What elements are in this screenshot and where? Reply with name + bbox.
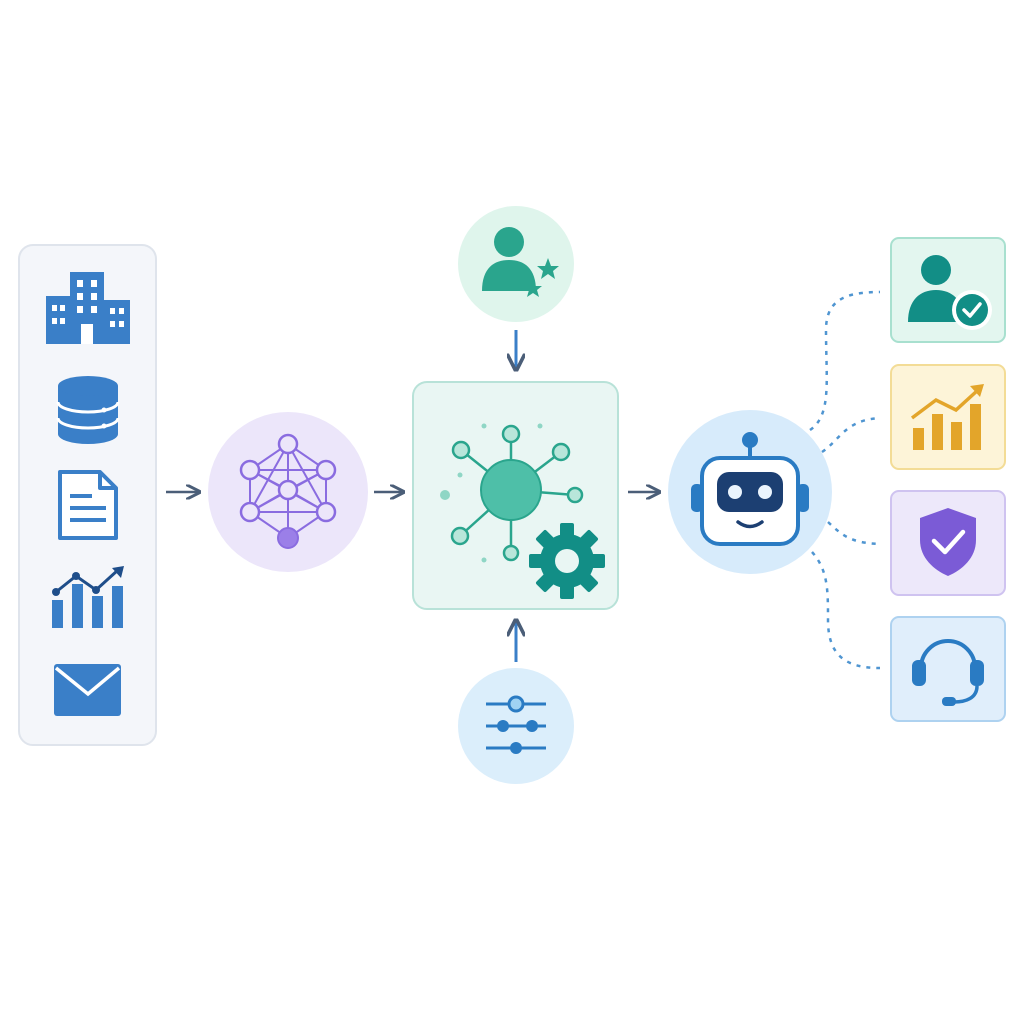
bar-chart-icon — [52, 566, 124, 628]
growth-chart-icon — [910, 384, 984, 450]
output-connectors — [809, 290, 881, 670]
hub-gear-icon — [440, 423, 605, 599]
verified-user-icon — [908, 255, 992, 330]
sliders-node — [458, 668, 574, 784]
expert-user-node — [458, 206, 574, 322]
headset-icon — [912, 639, 984, 706]
database-icon — [56, 376, 120, 444]
agent-node — [668, 410, 832, 574]
output-card-shield-check — [890, 490, 1006, 596]
output-card-verified-user — [890, 237, 1006, 343]
output-card-support — [890, 616, 1006, 722]
document-icon — [58, 470, 118, 540]
expert-user-icon — [482, 227, 559, 297]
neural-network-node — [208, 412, 368, 572]
core-processing-box — [412, 381, 619, 610]
building-icon — [46, 272, 130, 344]
shield-check-icon — [920, 508, 976, 576]
mail-icon — [54, 664, 121, 716]
robot-icon — [691, 432, 809, 546]
data-sources-panel — [18, 244, 157, 746]
output-card-growth-chart — [890, 364, 1006, 470]
